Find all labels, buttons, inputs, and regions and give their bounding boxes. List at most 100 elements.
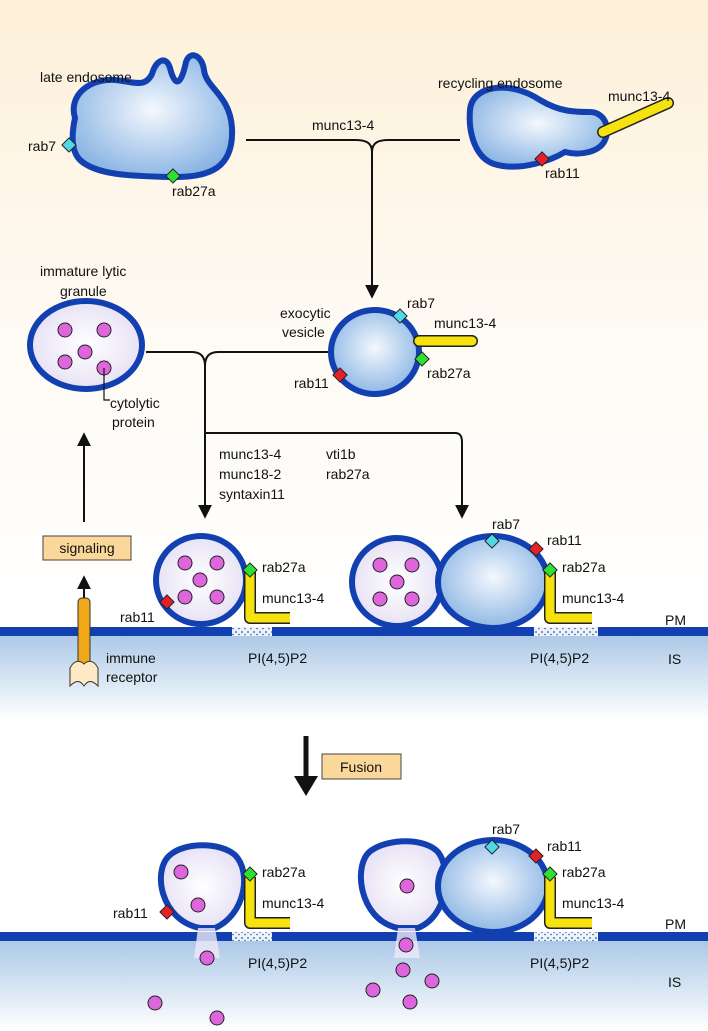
merge-line-mid <box>146 351 328 367</box>
cytolytic-protein-dot <box>404 591 420 607</box>
rab7-label-fuse-right: rab7 <box>492 821 520 837</box>
cytolytic-protein-dot <box>177 589 193 605</box>
rab7-icon <box>392 308 408 324</box>
recycling-endosome <box>466 84 611 170</box>
cytolytic-protein-dot <box>147 995 163 1011</box>
munc13-4-icon <box>245 572 290 623</box>
munc13-4-icon <box>245 877 290 928</box>
pm-label-upper: PM <box>665 612 686 628</box>
cytolytic-protein-dot <box>209 589 225 605</box>
cytolytic-protein-dot <box>365 982 381 998</box>
rab11-label: rab11 <box>545 165 580 181</box>
cytolytic-protein-dot <box>190 897 206 913</box>
factor-munc18-2: munc18-2 <box>219 466 281 482</box>
rab11-label-fuse-left: rab11 <box>113 905 148 921</box>
synapse-space-top <box>0 632 708 720</box>
exocytic-label-2: vesicle <box>282 324 325 340</box>
cytolytic-protein-dot <box>209 1010 225 1026</box>
arrow-branch-right <box>205 432 469 519</box>
pip2-label-lower-right: PI(4,5)P2 <box>530 955 589 971</box>
munc13-4-label-mid: munc13-4 <box>434 315 496 331</box>
factor-munc13-4: munc13-4 <box>219 446 281 462</box>
munc13-4-icon <box>598 98 673 137</box>
rab27a-icon <box>242 866 258 882</box>
rab11-label-dock-right: rab11 <box>547 532 582 548</box>
rab7-icon <box>484 839 500 855</box>
cytolytic-protein-dot <box>96 322 112 338</box>
exocytic-label-1: exocytic <box>280 305 331 321</box>
rab11-icon <box>528 848 544 864</box>
cytolytic-protein-dot <box>398 937 414 953</box>
munc13-4-label-fuse-right: munc13-4 <box>562 895 624 911</box>
signaling-box <box>42 535 132 561</box>
rab7-icon <box>61 137 77 153</box>
cytolytic-protein-dot <box>192 572 208 588</box>
rab7-label-mid: rab7 <box>407 295 435 311</box>
cytolytic-protein-dot <box>399 878 415 894</box>
cytolytic-protein-dot <box>209 555 225 571</box>
rab27a-icon <box>165 168 181 184</box>
rab11-icon <box>159 594 175 610</box>
rab11-icon <box>528 541 544 557</box>
pip2-patch <box>232 932 272 941</box>
rab27a-icon <box>542 562 558 578</box>
pip2-label-upper-right: PI(4,5)P2 <box>530 650 589 666</box>
fusion-arrow-head <box>294 776 318 796</box>
pip2-patch <box>232 627 272 636</box>
munc13-4-icon <box>545 572 592 623</box>
rab11-icon <box>159 904 175 920</box>
cytolytic-protein-dot <box>199 950 215 966</box>
fusion-label: Fusion <box>340 759 382 775</box>
factor-rab27a: rab27a <box>326 466 370 482</box>
fusion-box <box>321 753 402 780</box>
munc13-4-label-merge: munc13-4 <box>312 117 374 133</box>
plasma-membrane-upper <box>0 627 708 636</box>
cytolytic-label-2: protein <box>112 414 155 430</box>
fusing-lytic-granule <box>157 842 248 931</box>
rab27a-label-fuse-right: rab27a <box>562 864 606 880</box>
rab27a-icon <box>242 562 258 578</box>
cytolytic-protein-dot <box>389 574 405 590</box>
cytolytic-label-1: cytolytic <box>110 395 160 411</box>
cytolytic-protein-dot <box>57 354 73 370</box>
merge-line-top <box>246 139 460 153</box>
rab7-icon <box>484 533 500 549</box>
munc13-4-label-dock-right: munc13-4 <box>562 590 624 606</box>
cytolytic-protein-dot <box>177 555 193 571</box>
rab27a-label-mid: rab27a <box>427 365 471 381</box>
munc13-4-label-dock-left: munc13-4 <box>262 590 324 606</box>
rab27a-label: rab27a <box>172 183 216 199</box>
immune-receptor-icon <box>69 597 99 688</box>
granule-label-2: granule <box>60 283 107 299</box>
cytolytic-protein-dot <box>173 864 189 880</box>
rab11-label-mid: rab11 <box>294 375 329 391</box>
munc13-4-icon <box>545 877 592 928</box>
immune-receptor-label-2: receptor <box>106 669 158 685</box>
pip2-label-lower-left: PI(4,5)P2 <box>248 955 307 971</box>
cytolytic-protein-dot <box>404 557 420 573</box>
cytolytic-protein-dot <box>395 962 411 978</box>
rab11-label-fuse-right: rab11 <box>547 838 582 854</box>
rab7-label-dock-right: rab7 <box>492 516 520 532</box>
factor-vti1b: vti1b <box>326 446 356 462</box>
plasma-membrane-lower <box>0 932 708 941</box>
fusion-pore <box>194 928 220 958</box>
pip2-patch <box>534 932 598 941</box>
rab11-label-dock-left: rab11 <box>120 609 155 625</box>
pip2-label-upper-left: PI(4,5)P2 <box>248 650 307 666</box>
rab27a-label-dock-left: rab27a <box>262 559 306 575</box>
factor-syntaxin11: syntaxin11 <box>219 486 285 502</box>
cytolytic-protein-dot <box>424 973 440 989</box>
rab27a-label-fuse-left: rab27a <box>262 864 306 880</box>
cytolytic-pointer <box>103 368 110 401</box>
munc13-4-label-top: munc13-4 <box>608 88 670 104</box>
immune-receptor-label-1: immune <box>106 650 156 666</box>
cytolytic-protein-dot <box>57 322 73 338</box>
rab7-label: rab7 <box>28 138 56 154</box>
exocytic-vesicle <box>328 307 422 397</box>
pm-label-lower: PM <box>665 916 686 932</box>
is-label-lower: IS <box>668 974 681 990</box>
cytolytic-protein-dot <box>402 994 418 1010</box>
pip2-patch <box>534 627 598 636</box>
